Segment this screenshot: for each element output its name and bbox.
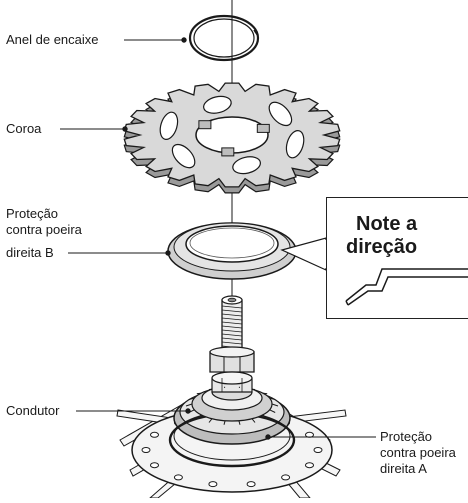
label-dust-cap-b-2: contra poeira bbox=[6, 222, 82, 238]
flange-hole bbox=[174, 475, 182, 480]
sprocket-spline bbox=[199, 121, 211, 129]
sprocket-part bbox=[124, 83, 339, 193]
label-dust-cap-a-3: direita A bbox=[380, 461, 427, 477]
label-dust-cap-a-2: contra poeira bbox=[380, 445, 456, 461]
label-sprocket: Coroa bbox=[6, 121, 41, 137]
flange-hole bbox=[247, 482, 255, 487]
hub-body-part bbox=[117, 372, 346, 498]
label-driver: Condutor bbox=[6, 403, 59, 419]
sprocket-spline bbox=[257, 124, 269, 132]
label-dust-cap-b-3: direita B bbox=[6, 245, 54, 261]
direction-profile-icon bbox=[326, 197, 468, 319]
flange-hole bbox=[151, 463, 159, 468]
flange-hole bbox=[142, 448, 150, 453]
flange-hole bbox=[306, 463, 314, 468]
axle-part bbox=[210, 296, 254, 372]
flange-hole bbox=[151, 432, 159, 437]
driver-tooth bbox=[197, 393, 202, 394]
label-dust-cap-a-1: Proteção bbox=[380, 429, 432, 445]
sprocket-spline bbox=[222, 148, 234, 156]
flange-hole bbox=[282, 475, 290, 480]
label-dust-cap-b-1: Proteção bbox=[6, 206, 58, 222]
flange-hole bbox=[209, 482, 217, 487]
label-snap-ring: Anel de encaixe bbox=[6, 32, 99, 48]
driver-tooth bbox=[263, 393, 268, 394]
dust-cap-b-part bbox=[168, 223, 296, 279]
flange-hole bbox=[314, 448, 322, 453]
snap-ring-part bbox=[190, 16, 258, 60]
